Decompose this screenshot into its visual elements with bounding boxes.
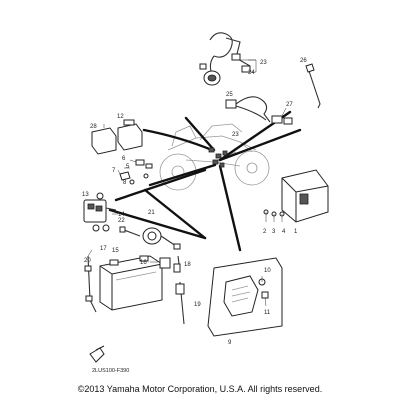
callout-28: 28	[90, 124, 97, 130]
ecu-unit	[281, 169, 329, 223]
copyright-notice: ©2013 Yamaha Motor Corporation, U.S.A. A…	[77, 384, 323, 394]
regulator	[223, 275, 269, 317]
figure-code: 2LUS100-F390	[92, 368, 129, 374]
harness-connectors	[208, 147, 228, 168]
battery-band	[84, 249, 97, 313]
callout-9: 9	[228, 340, 232, 346]
negative-lead	[173, 255, 185, 325]
callout-25: 25	[226, 92, 233, 98]
callout-15: 15	[112, 248, 119, 254]
callout-6: 6	[122, 156, 126, 162]
callout-20: 20	[84, 258, 91, 264]
callouts: 1 2 3 4 5 6 7 8 9 10 11 12 13 14 15 16 1…	[82, 58, 307, 346]
battery	[99, 255, 163, 311]
callout-10: 10	[264, 268, 271, 274]
battery-cover	[150, 257, 171, 269]
lead-wire	[225, 96, 271, 123]
callout-14: 14	[118, 212, 125, 218]
callout-16: 16	[140, 260, 147, 266]
callout-13: 13	[82, 192, 89, 198]
fasteners-left	[117, 159, 153, 185]
callout-5: 5	[126, 164, 130, 170]
callout-3: 3	[272, 229, 276, 235]
callout-8: 8	[123, 180, 127, 186]
relay-12	[117, 119, 143, 151]
fuse-holder	[119, 226, 181, 250]
callout-18: 18	[184, 262, 191, 268]
callout-17: 17	[100, 246, 107, 252]
relay-small	[271, 107, 293, 125]
callout-19: 19	[194, 302, 201, 308]
relay-28	[91, 124, 117, 155]
callout-11: 11	[264, 310, 271, 316]
callout-2: 2	[263, 229, 267, 235]
callout-21: 21	[148, 210, 155, 216]
callout-22: 22	[118, 218, 125, 224]
callout-26: 26	[300, 58, 307, 64]
callout-12: 12	[117, 114, 124, 120]
cable-tie	[305, 63, 321, 109]
starter-relay	[83, 192, 118, 232]
callout-27: 27	[286, 102, 293, 108]
callout-4: 4	[282, 229, 286, 235]
callout-1: 1	[294, 229, 298, 235]
callout-24: 24	[248, 70, 255, 76]
callout-23-harness: 23	[260, 60, 267, 66]
callout-7: 7	[112, 168, 116, 174]
wire-harness-top	[199, 32, 257, 86]
front-arrow-icon	[89, 345, 105, 363]
callout-23-center: 23	[232, 132, 239, 138]
ecu-fasteners	[263, 209, 285, 222]
